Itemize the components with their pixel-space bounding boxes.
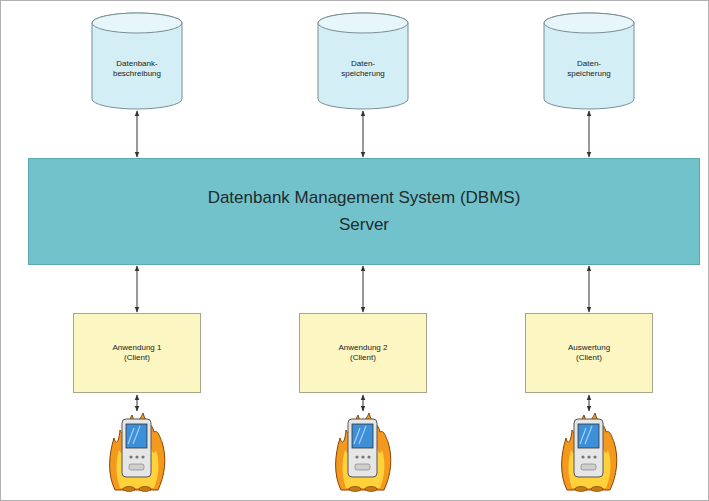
node-label: Anwendung 2 (Client) bbox=[332, 343, 394, 363]
node-label: Daten- speicherung bbox=[334, 59, 392, 78]
node-label: Daten- speicherung bbox=[560, 59, 618, 78]
node-label: Auswertung (Client) bbox=[558, 343, 620, 363]
device-link bbox=[363, 395, 364, 411]
storage-cylinder: Daten- speicherung bbox=[317, 12, 409, 110]
device-icon bbox=[562, 413, 617, 492]
dbms-server-band: Datenbank Management System (DBMS)Server bbox=[28, 158, 700, 265]
band-subtitle: Server bbox=[339, 212, 389, 238]
double-arrow bbox=[363, 266, 364, 312]
band-title: Datenbank Management System (DBMS) bbox=[208, 185, 521, 211]
device-icon bbox=[336, 413, 391, 492]
double-arrow bbox=[137, 266, 138, 312]
double-arrow bbox=[137, 111, 138, 157]
storage-cylinder: Daten- speicherung bbox=[543, 12, 635, 110]
double-arrow bbox=[589, 111, 590, 157]
database-cylinder: Datenbank- beschreibung bbox=[91, 12, 183, 110]
node-label: Datenbank- beschreibung bbox=[108, 59, 166, 78]
node-label: Anwendung 1 (Client) bbox=[106, 343, 168, 363]
double-arrow bbox=[589, 266, 590, 312]
double-arrow bbox=[363, 111, 364, 157]
client-box: Auswertung (Client) bbox=[525, 313, 653, 393]
client-box: Anwendung 1 (Client) bbox=[73, 313, 201, 393]
client-box: Anwendung 2 (Client) bbox=[299, 313, 427, 393]
device-link bbox=[137, 395, 138, 411]
device-icon bbox=[110, 413, 165, 492]
device-link bbox=[589, 395, 590, 411]
